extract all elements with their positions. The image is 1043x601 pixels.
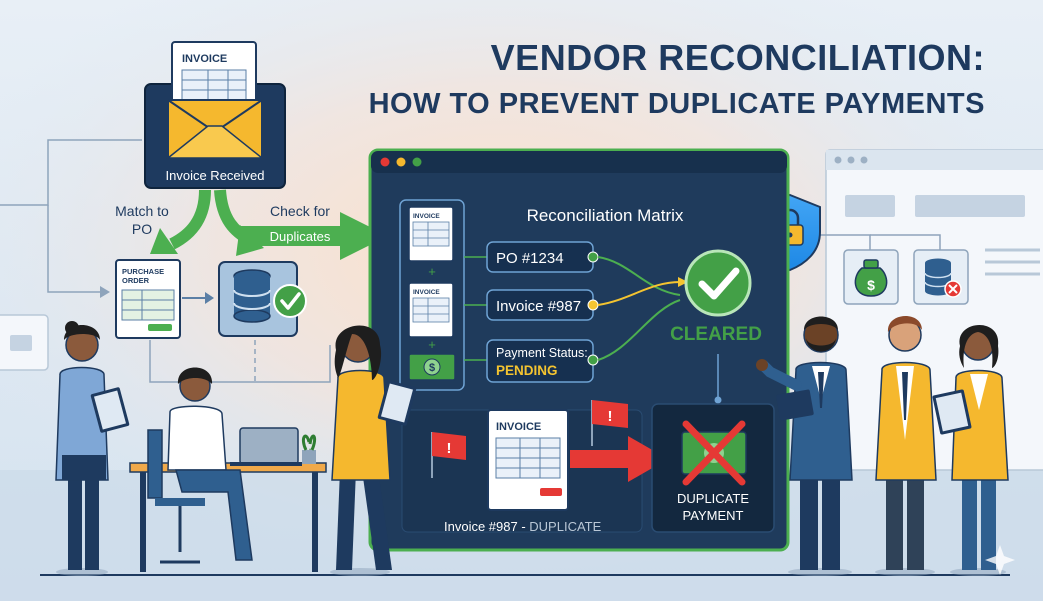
matrix-invoice-doc-1: INVOICE: [408, 206, 454, 262]
connector-arrowhead: [100, 286, 110, 298]
po-line-2: ORDER: [122, 276, 150, 285]
red-x-icon: [681, 420, 747, 486]
reconciliation-matrix-window: Reconciliation Matrix INVOICE + INVOICE …: [368, 148, 790, 552]
person-man-suit: [756, 316, 853, 576]
title-line-2: HOW TO PREVENT DUPLICATE PAYMENTS: [369, 88, 985, 120]
duplicate-arrow-head: [628, 436, 668, 482]
database-icon: [233, 269, 271, 323]
person-seated-laptop: [129, 367, 327, 572]
plus-sign-1: +: [428, 264, 436, 279]
matrix-invoice-doc-2: INVOICE: [408, 282, 454, 338]
cleared-check-icon: [684, 249, 752, 317]
svg-text:!: !: [608, 408, 613, 425]
left-connectors: [0, 139, 331, 383]
database-error-icon: [913, 249, 969, 305]
matrix-item-po-label: PO #1234: [496, 250, 564, 267]
invoice-doc-label: INVOICE: [182, 53, 227, 65]
match-label-line-2: PO: [132, 221, 152, 237]
po-line-1: PURCHASE: [122, 267, 164, 276]
check-arrow: [340, 212, 388, 260]
red-flag-icon: !: [431, 432, 466, 478]
left-window-block: [10, 335, 32, 351]
window-close-dot: [380, 157, 390, 167]
duplicate-payment-line-2: PAYMENT: [683, 508, 744, 523]
money-bag-icon: $: [843, 249, 899, 305]
po-to-db-arrowhead: [205, 292, 214, 304]
envelope-icon: [165, 99, 265, 159]
title-line-1: VENDOR RECONCILIATION:: [491, 37, 985, 78]
invoice-received-caption: Invoice Received: [166, 168, 265, 183]
svg-text:INVOICE: INVOICE: [413, 289, 440, 296]
person-woman-clipboard: [55, 321, 130, 576]
invoice-received-card: INVOICE Invoice Received: [144, 41, 286, 189]
laptop-icon: [239, 427, 299, 465]
matrix-title: Reconciliation Matrix: [527, 206, 684, 225]
window-minimize-dot: [396, 157, 406, 167]
payment-status-label: Payment Status:: [496, 346, 588, 360]
sparkle-icon: [985, 545, 1015, 575]
duplicate-payment-line-1: DUPLICATE: [677, 491, 749, 506]
database-card: [218, 261, 307, 337]
duplicate-invoice-doc: INVOICE: [487, 409, 569, 511]
money-bag-symbol: $: [867, 277, 875, 293]
duplicate-caption: Invoice #987 - DUPLICATE: [444, 519, 602, 534]
plus-sign-2: +: [428, 337, 436, 352]
person-woman-center: [330, 325, 417, 576]
svg-text:$: $: [429, 362, 435, 374]
money-icon: $: [408, 353, 456, 381]
matrix-item-invoice-label: Invoice #987: [496, 298, 581, 315]
duplicate-arrow-shaft: [570, 450, 630, 468]
purchase-order-icon: PURCHASE ORDER: [115, 259, 181, 339]
check-label-line-2: Duplicates: [270, 229, 331, 244]
person-man-yellow: [875, 315, 937, 576]
cleared-label: CLEARED: [670, 324, 762, 345]
red-flag-icon-2: !: [591, 400, 628, 446]
svg-text:INVOICE: INVOICE: [496, 421, 541, 433]
payment-status-value: PENDING: [496, 363, 558, 378]
right-window: [825, 149, 1043, 471]
check-icon: [273, 284, 307, 318]
check-label-line-1: Check for: [270, 203, 330, 219]
person-woman-right: [932, 324, 1009, 576]
window-maximize-dot: [412, 157, 422, 167]
svg-text:INVOICE: INVOICE: [413, 213, 440, 220]
right-connectors: [815, 234, 941, 250]
flow-arrows: [150, 189, 388, 260]
match-label-line-1: Match to: [115, 203, 169, 219]
svg-text:!: !: [447, 440, 452, 457]
